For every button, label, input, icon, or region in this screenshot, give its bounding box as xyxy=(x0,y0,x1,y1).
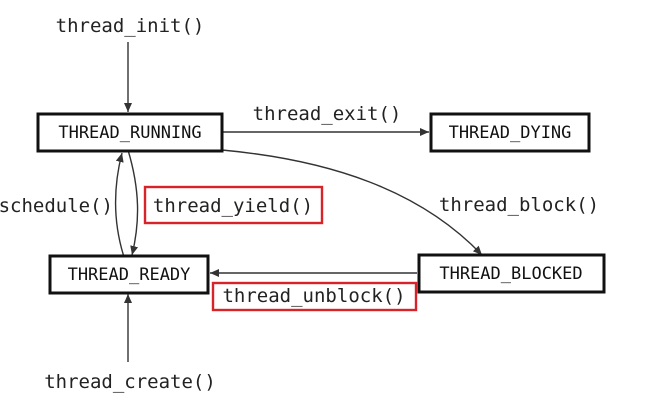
state-running-label: THREAD_RUNNING xyxy=(58,123,201,143)
label-thread-unblock: thread_unblock() xyxy=(222,285,405,307)
label-thread-create: thread_create() xyxy=(44,371,216,393)
state-running-box xyxy=(36,112,224,153)
highlight-unblock xyxy=(211,281,418,312)
state-blocked-box xyxy=(417,253,606,294)
label-thread-exit: thread_exit() xyxy=(253,103,402,125)
state-dying-label: THREAD_DYING xyxy=(449,123,572,143)
edge-ready-to-running xyxy=(114,152,125,258)
state-ready-box xyxy=(48,254,210,295)
state-ready: THREAD_READY xyxy=(48,254,210,295)
highlight-yield xyxy=(143,185,324,225)
edge-running-to-ready xyxy=(127,149,139,256)
label-schedule: schedule() xyxy=(0,195,113,217)
edge-running-to-blocked xyxy=(221,149,483,256)
label-thread-block: thread_block() xyxy=(439,194,599,216)
state-dying: THREAD_DYING xyxy=(429,112,591,153)
label-thread-init: thread_init() xyxy=(56,15,205,37)
label-thread-yield: thread_yield() xyxy=(153,195,313,217)
edges xyxy=(114,42,483,362)
state-dying-box xyxy=(429,112,591,153)
state-blocked: THREAD_BLOCKED xyxy=(417,253,606,294)
state-ready-label: THREAD_READY xyxy=(68,265,191,285)
state-running: THREAD_RUNNING xyxy=(36,112,224,153)
state-blocked-label: THREAD_BLOCKED xyxy=(439,264,582,284)
